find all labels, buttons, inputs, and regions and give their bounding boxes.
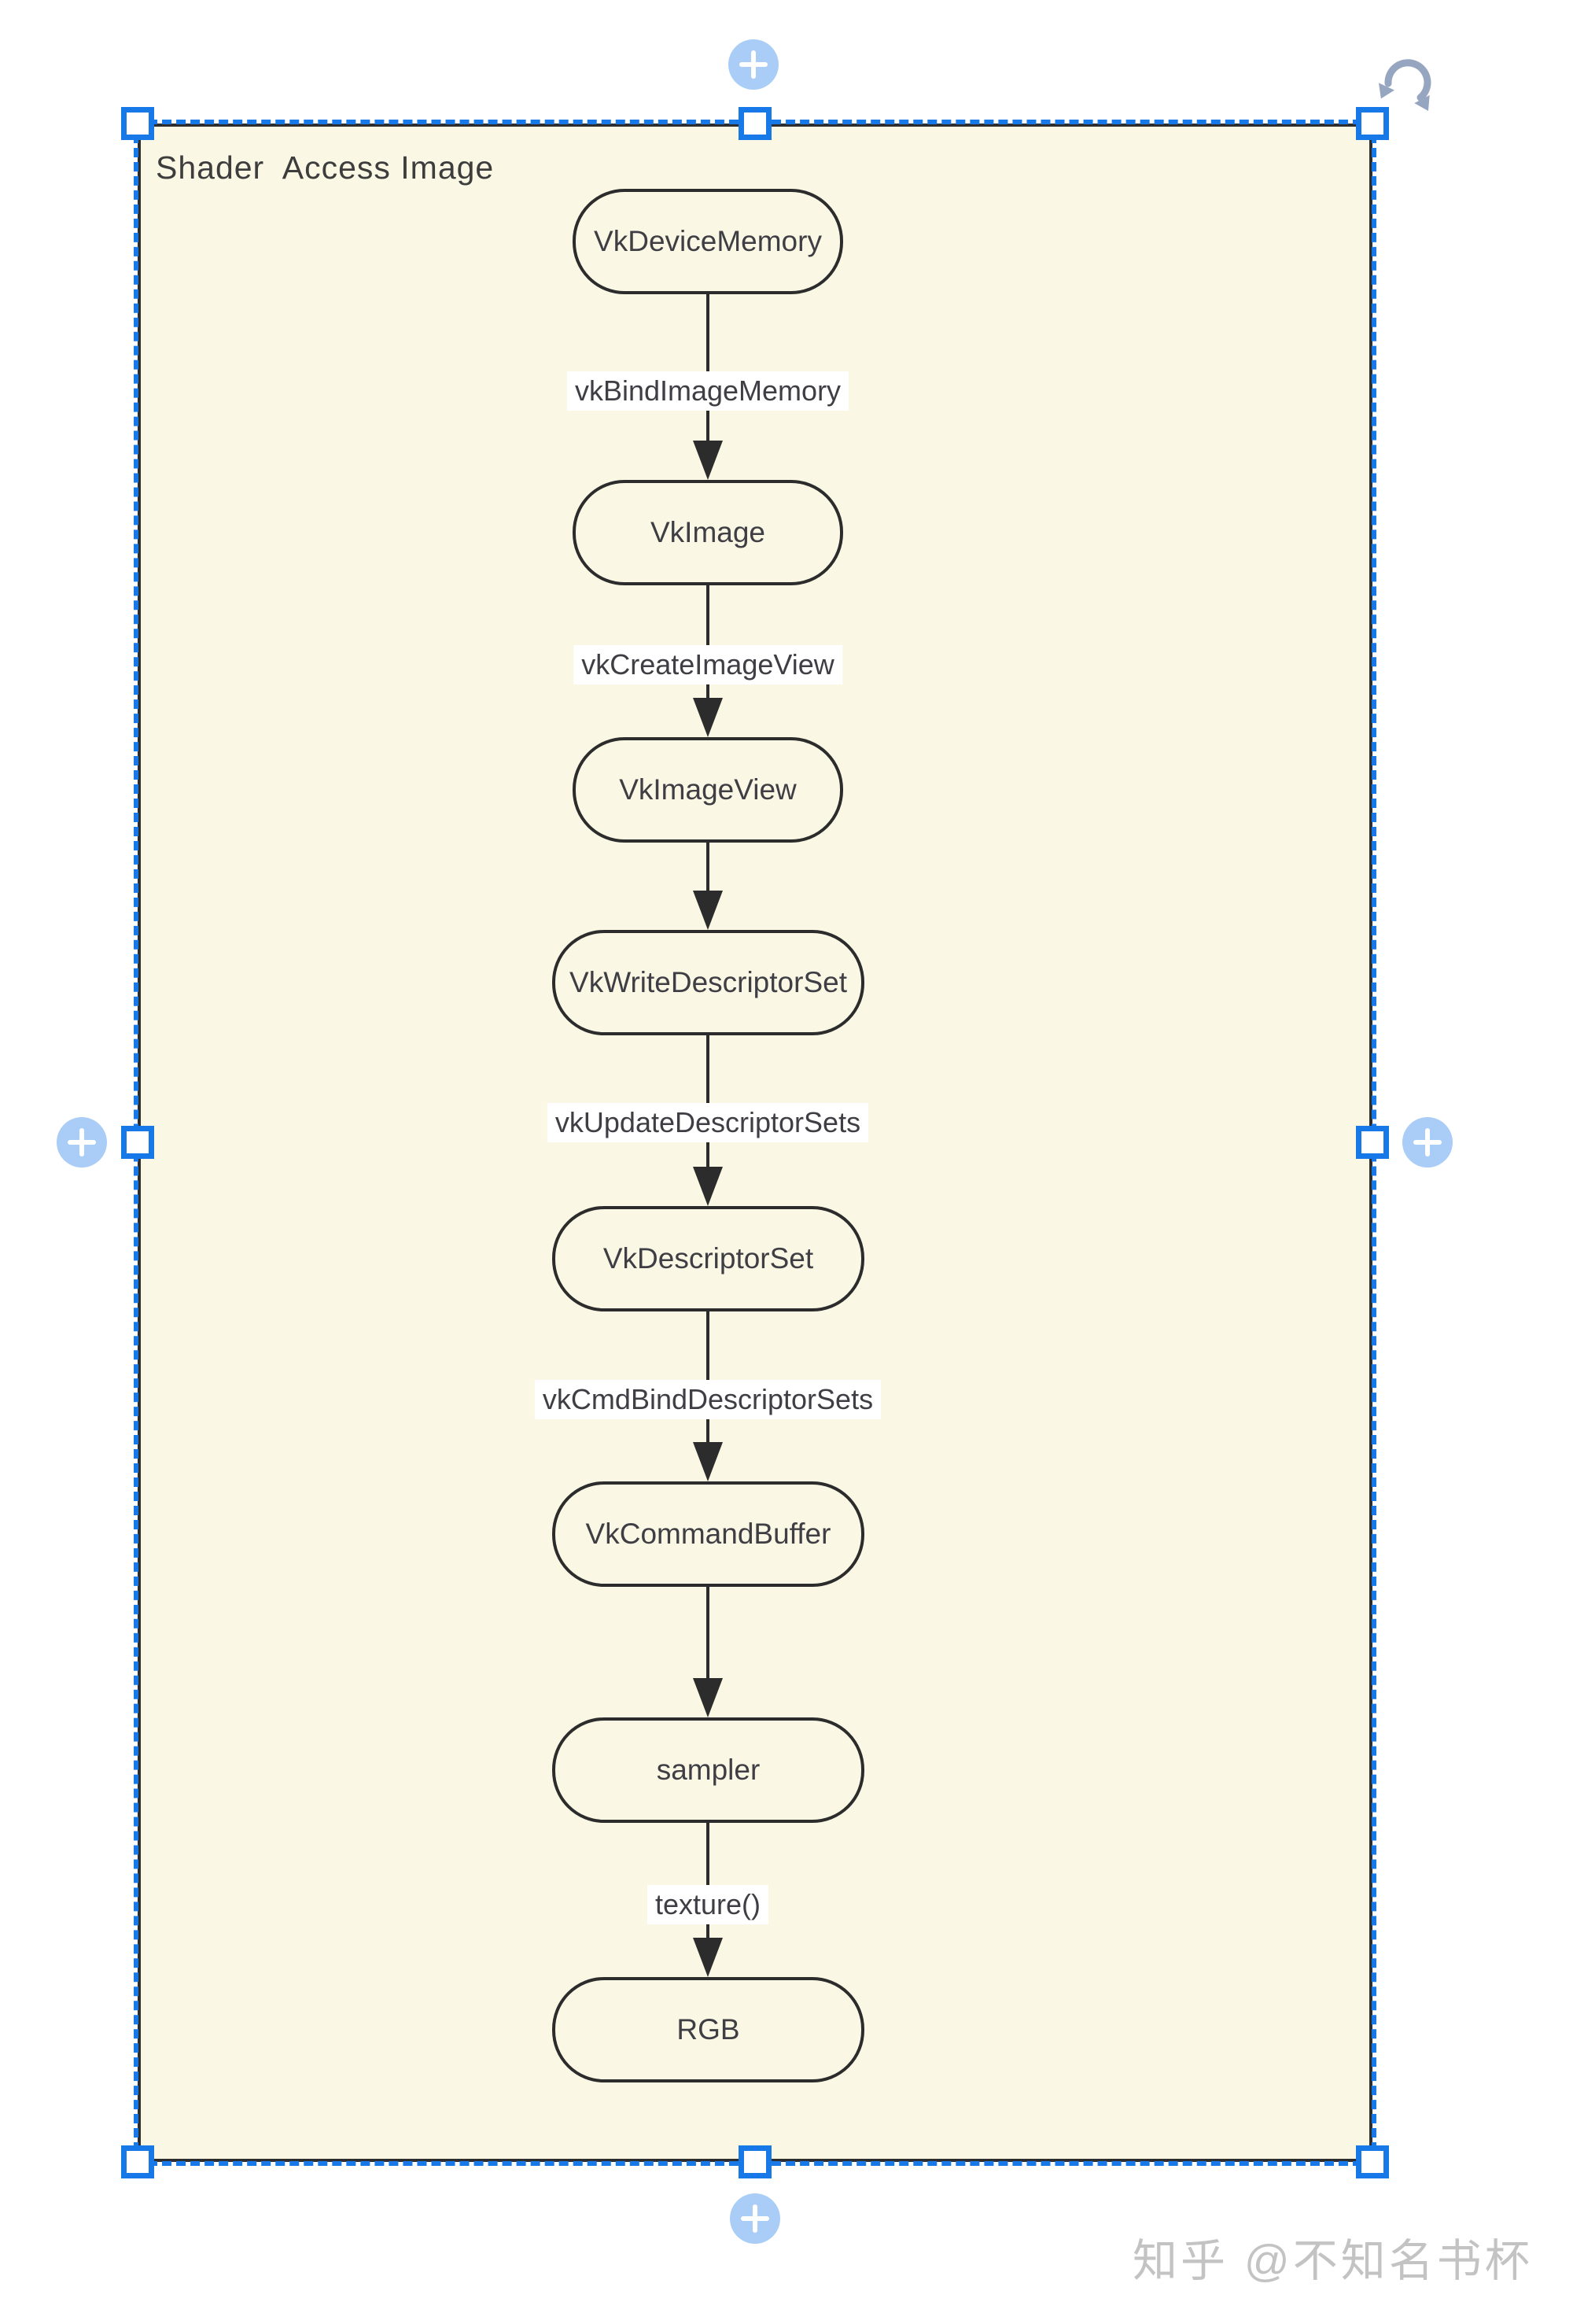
edge-arrowhead	[693, 441, 723, 480]
edge-arrowhead	[693, 698, 723, 737]
resize-handle-top-left[interactable]	[121, 107, 154, 140]
edge-arrowhead	[693, 1167, 723, 1206]
edge-connector[interactable]	[706, 843, 709, 898]
plus-icon	[741, 2204, 769, 2233]
plus-icon	[739, 50, 768, 79]
add-shape-bottom-button[interactable]	[730, 2193, 780, 2244]
add-shape-right-button[interactable]	[1402, 1117, 1453, 1168]
add-shape-top-button[interactable]	[728, 39, 779, 90]
edge-label[interactable]: vkUpdateDescriptorSets	[547, 1103, 869, 1142]
watermark: 知乎 @不知名书杯	[1133, 2236, 1533, 2286]
node-vkcommandbuffer[interactable]: VkCommandBuffer	[552, 1481, 864, 1587]
rotate-handle[interactable]	[1373, 52, 1439, 118]
edge-arrowhead	[693, 1442, 723, 1481]
resize-handle-top-right[interactable]	[1356, 107, 1389, 140]
plus-icon	[1413, 1128, 1442, 1156]
edge-label[interactable]: vkCmdBindDescriptorSets	[534, 1380, 882, 1419]
resize-handle-middle-right[interactable]	[1356, 1126, 1389, 1159]
edge-connector[interactable]	[706, 1587, 709, 1686]
plus-icon	[68, 1128, 96, 1156]
diagram-canvas[interactable]	[138, 124, 1372, 2162]
rotate-icon	[1379, 59, 1431, 112]
node-rgb[interactable]: RGB	[552, 1977, 864, 2082]
resize-handle-bottom-center[interactable]	[739, 2145, 772, 2178]
resize-handle-top-center[interactable]	[739, 107, 772, 140]
node-vkdescriptorset[interactable]: VkDescriptorSet	[552, 1206, 864, 1311]
edge-arrowhead	[693, 1678, 723, 1717]
add-shape-left-button[interactable]	[57, 1117, 107, 1168]
resize-handle-bottom-left[interactable]	[121, 2145, 154, 2178]
diagram-title: Shader Access Image	[156, 149, 495, 186]
edge-label[interactable]: texture()	[647, 1885, 769, 1924]
edge-connector[interactable]	[706, 1823, 709, 1946]
node-vkdevicememory[interactable]: VkDeviceMemory	[573, 189, 843, 294]
resize-handle-bottom-right[interactable]	[1356, 2145, 1389, 2178]
node-vkimage[interactable]: VkImage	[573, 480, 843, 585]
node-vkwritedescriptorset[interactable]: VkWriteDescriptorSet	[552, 930, 864, 1035]
resize-handle-middle-left[interactable]	[121, 1126, 154, 1159]
node-sampler[interactable]: sampler	[552, 1717, 864, 1823]
node-vkimageview[interactable]: VkImageView	[573, 737, 843, 843]
edge-label[interactable]: vkBindImageMemory	[566, 371, 849, 411]
edge-arrowhead	[693, 1938, 723, 1977]
edge-arrowhead	[693, 891, 723, 930]
edge-label[interactable]: vkCreateImageView	[573, 645, 842, 684]
